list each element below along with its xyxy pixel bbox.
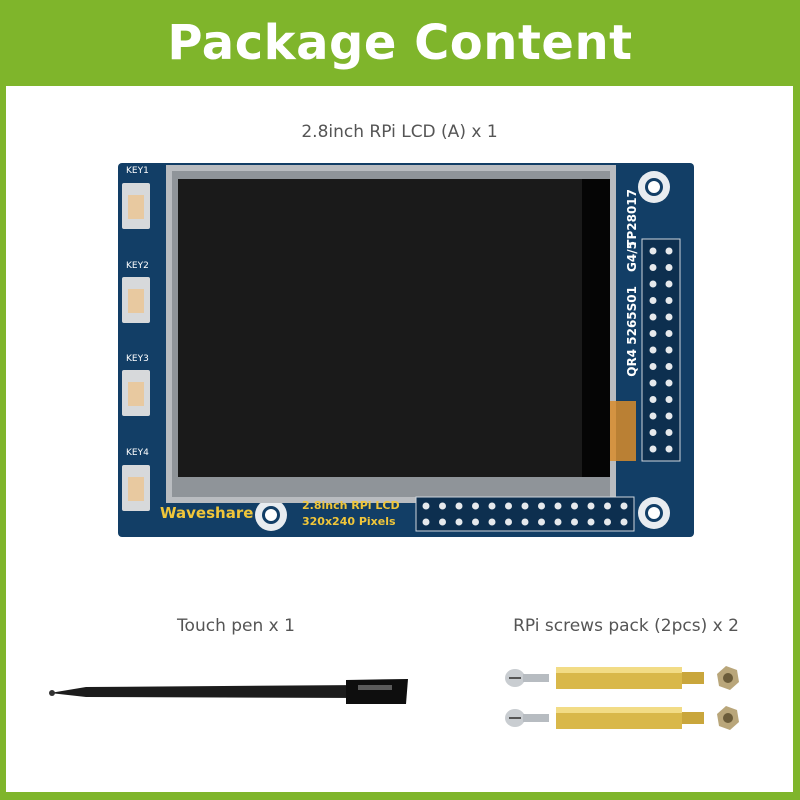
header-pin [587,502,595,510]
code-g: G4/5 [625,241,639,272]
header-pin [665,297,673,304]
header-pin [649,412,657,420]
header-pin [538,518,545,526]
header-pin [649,264,657,271]
content-panel: 2.8inch RPi LCD (A) x 1 TP28017 G4/5 [6,86,793,792]
screw-icon [505,709,549,727]
header-pin [649,330,657,337]
header-pin [571,518,578,526]
code-tp: TP28017 [625,189,639,248]
mounting-hole-icon [255,499,287,531]
horizontal-pins [422,502,628,526]
header-pin [472,518,479,526]
header-pin [649,247,657,255]
header-pin [587,518,595,526]
header-pin [554,502,562,510]
header-pin [665,247,673,255]
key-label: KEY4 [126,448,149,458]
header-pin [488,502,496,510]
header-pin [665,264,673,271]
header-pin [649,429,657,436]
pin-header-vertical [641,238,681,462]
header-pin [665,396,673,403]
header-pin [665,412,673,420]
header-pin [665,280,673,288]
header-pin [422,502,430,510]
key-button-2: KEY2 [122,261,150,323]
header-pin [604,502,611,510]
lcd-screen [178,179,582,477]
header-pin [521,502,529,510]
touch-pen-caption: Touch pen x 1 [177,616,295,636]
header-pin [472,502,479,510]
header-pin [620,502,628,510]
header-pin [665,429,673,436]
header-pin [554,518,562,526]
key-button-1: KEY1 [122,166,150,229]
touch-pen-image [49,679,408,704]
header-pin [649,313,657,321]
board-label-line1: 2.8inch RPi LCD [302,499,400,512]
key-label: KEY3 [126,354,149,364]
standoff-icon [556,667,704,689]
screws-pack-image [505,666,739,730]
header-pin [665,379,673,387]
header-pin [422,518,430,526]
header-pin [439,502,446,510]
header-pin [521,518,529,526]
key-label: KEY1 [126,166,149,176]
header-pin [649,379,657,387]
vertical-pins [649,247,673,453]
header-pin [604,518,611,526]
header-pin [439,518,446,526]
board-label-line2: 320x240 Pixels [302,515,396,528]
header-pin [455,518,463,526]
key-label: KEY2 [126,261,149,271]
screw-icon [505,669,549,687]
header-pin [649,396,657,403]
standoff-icon [556,707,704,729]
screws-caption: RPi screws pack (2pcs) x 2 [513,616,739,636]
nut-icon [717,666,739,690]
lcd-board-image: TP28017 G4/5 QR4 5265S01 KEY1 KEY2 KEY3 [118,163,694,537]
header-pin [649,280,657,288]
key-button-4: KEY4 [122,448,150,511]
header-pin [455,502,463,510]
code-qr: QR4 5265S01 [625,286,639,377]
header-pin [488,518,496,526]
header-pin [649,297,657,304]
key-button-3: KEY3 [122,354,150,416]
header-pin [665,330,673,337]
mounting-hole-icon [638,171,670,203]
header-pin [665,346,673,354]
header-pin [505,502,512,510]
header-pin [665,313,673,321]
mounting-hole-icon [638,497,670,529]
header-pin [649,445,657,453]
header-pin [538,502,545,510]
page-title: Package Content [167,15,633,71]
header-pin [665,363,673,370]
header-pin [665,445,673,453]
header-pin [649,363,657,370]
header-pin [620,518,628,526]
flex-cable [610,401,636,461]
header-pin [505,518,512,526]
header-pin [649,346,657,354]
header-pin [571,502,578,510]
nut-icon [717,706,739,730]
pin-header-horizontal [415,496,635,532]
brand-label: Waveshare [160,504,253,522]
lcd-caption: 2.8inch RPi LCD (A) x 1 [301,122,498,142]
